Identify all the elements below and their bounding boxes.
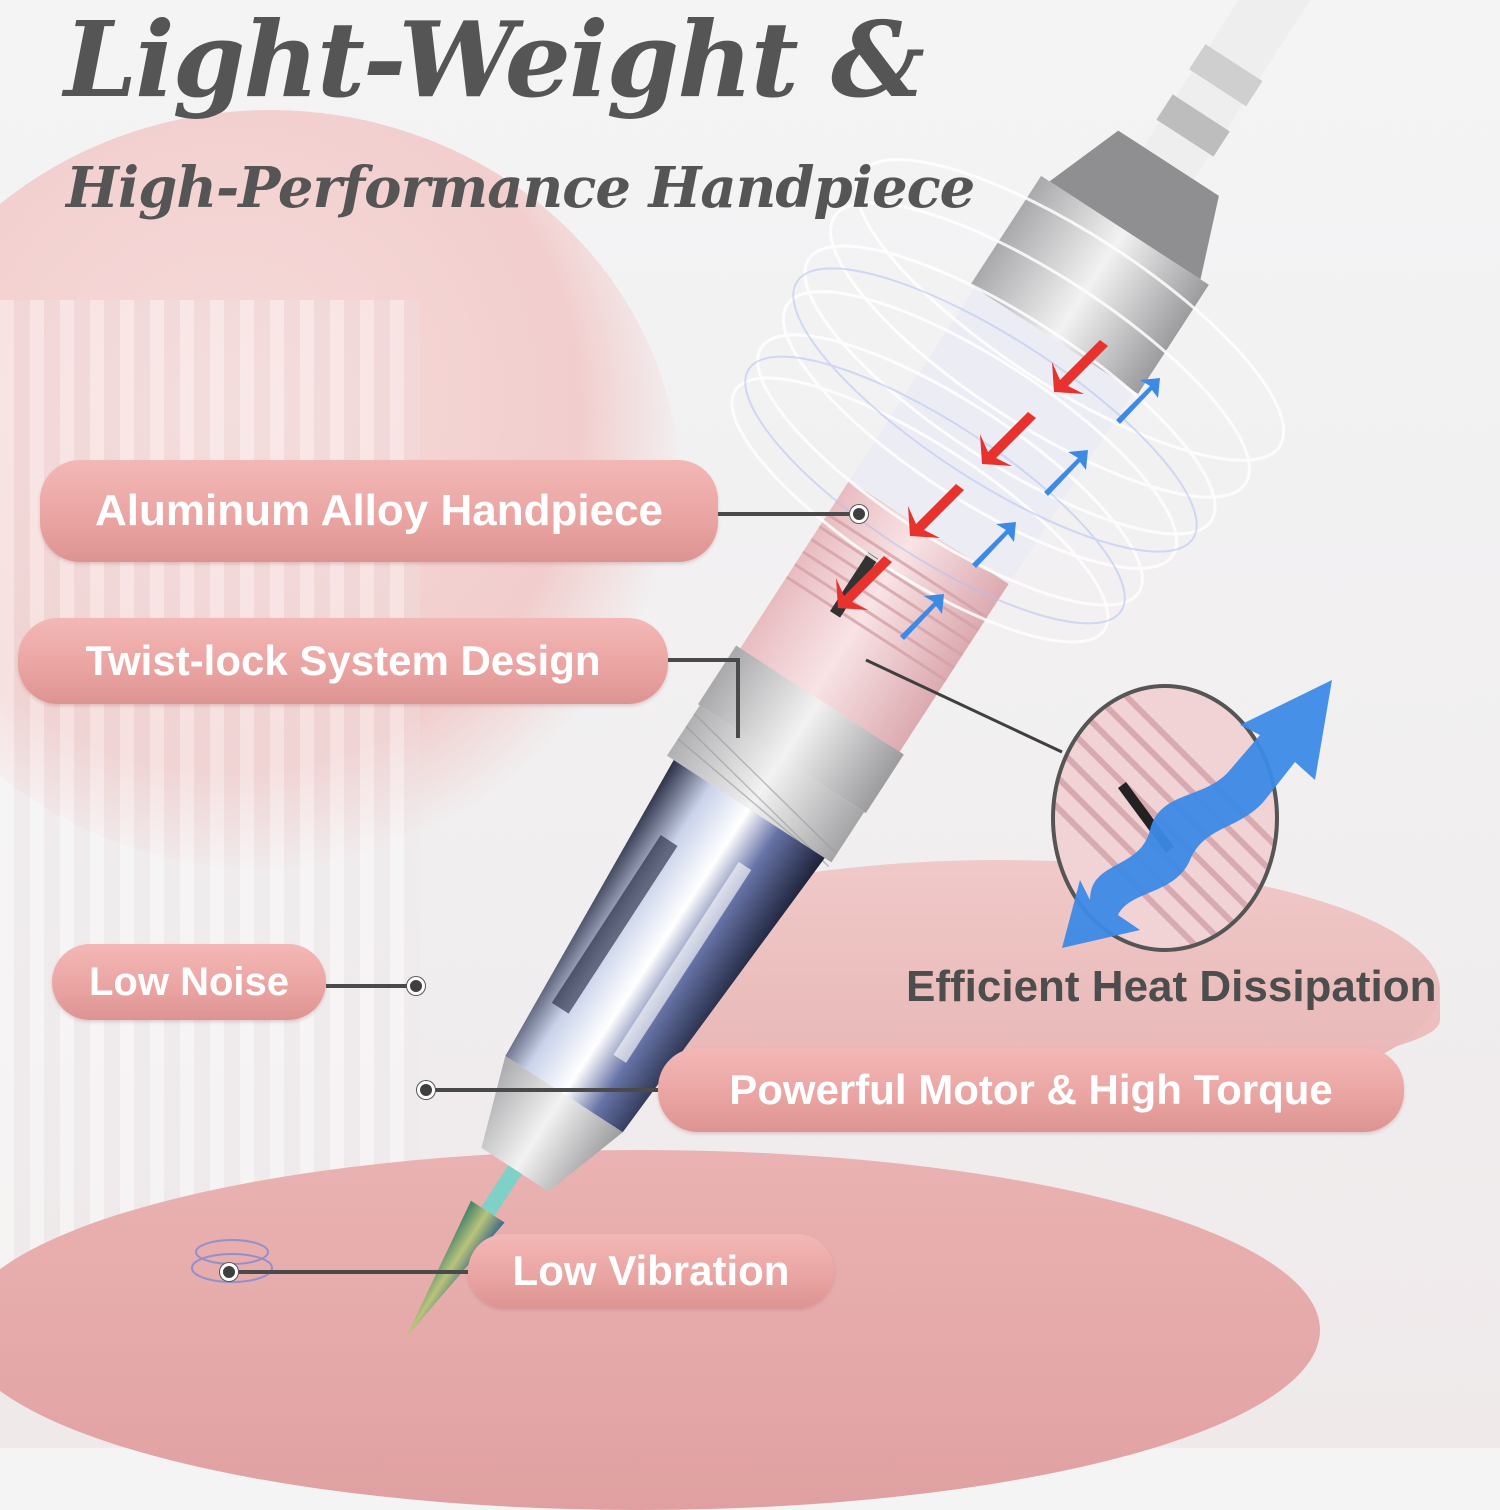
callout-dot — [407, 977, 425, 995]
callout-powerful-motor-high-torque: Powerful Motor & High Torque — [658, 1048, 1404, 1132]
callout-low-noise: Low Noise — [52, 944, 326, 1020]
red-inward-arrow-icon — [836, 340, 1108, 610]
heat-dissipation-label: Efficient Heat Dissipation — [906, 962, 1437, 1011]
leader-line — [326, 984, 412, 988]
callout-label: Powerful Motor & High Torque — [729, 1066, 1333, 1113]
leader-line — [432, 1088, 658, 1092]
leader-line — [718, 512, 856, 516]
callout-label: Aluminum Alloy Handpiece — [94, 486, 663, 535]
leader-line — [234, 1270, 468, 1274]
page-title-line1: Light-Weight & — [64, 0, 925, 121]
blue-outward-arrow-icon — [900, 378, 1160, 640]
pedestal-lower — [0, 1150, 1320, 1510]
callout-twist-lock-system-design: Twist-lock System Design — [18, 618, 668, 704]
callout-dot — [417, 1081, 435, 1099]
callout-label: Twist-lock System Design — [85, 637, 601, 684]
callout-low-vibration: Low Vibration — [468, 1234, 834, 1308]
leader-line — [736, 658, 740, 738]
background-stripes — [0, 300, 420, 1300]
callout-aluminum-alloy-handpiece: Aluminum Alloy Handpiece — [40, 460, 718, 562]
callout-dot — [850, 505, 868, 523]
callout-dot — [220, 1263, 238, 1281]
callout-label: Low Vibration — [512, 1247, 790, 1294]
callout-label: Low Noise — [88, 959, 290, 1004]
page-title-line2: High-Performance Handpiece — [66, 155, 975, 221]
leader-line — [668, 658, 738, 662]
